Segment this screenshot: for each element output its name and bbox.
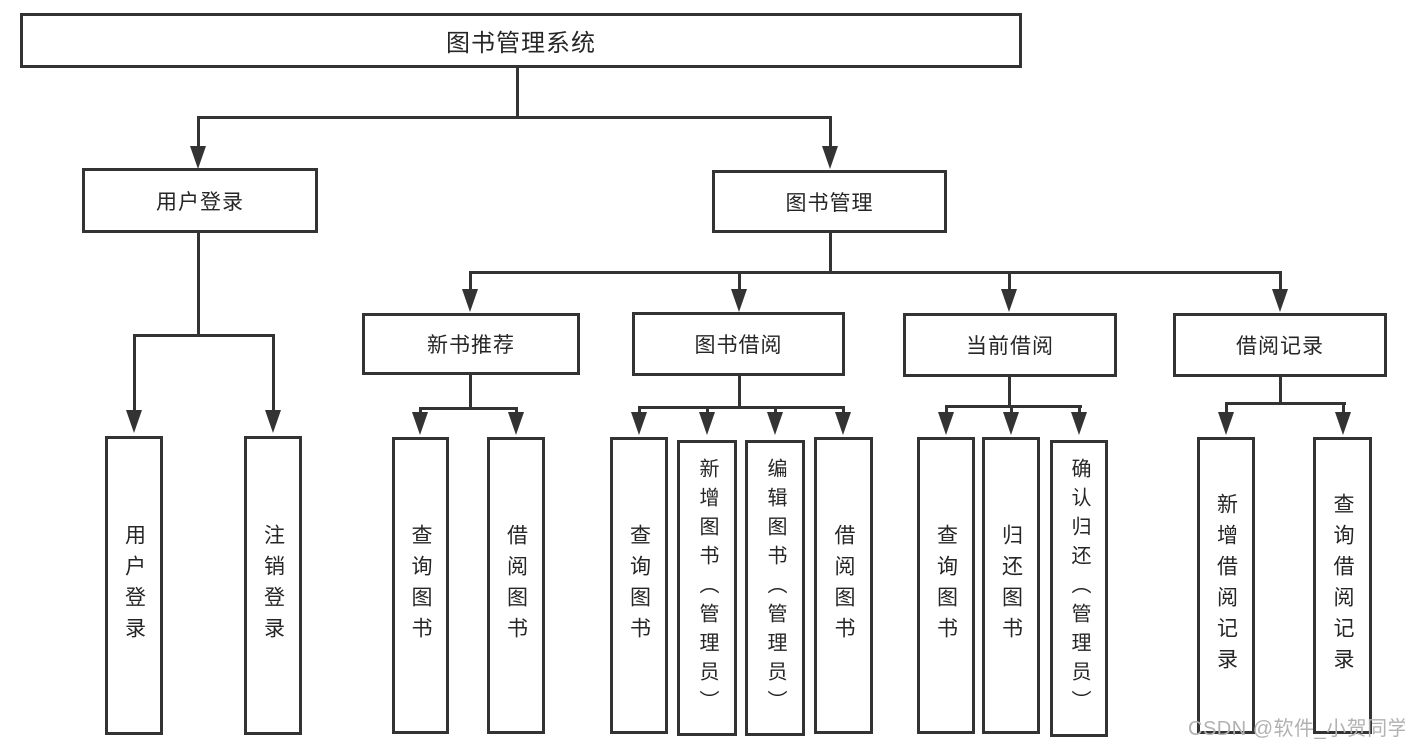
edge-bm-rail — [469, 271, 1282, 274]
node-book-borrow: 图书借阅 — [632, 312, 845, 376]
edge-bb-rail — [638, 406, 845, 409]
arrowhead-new-book — [462, 289, 478, 312]
arrowhead-cb-2 — [1003, 412, 1019, 435]
edge-bb-drop-2 — [706, 406, 709, 414]
node-borrow-record-label: 借阅记录 — [1236, 335, 1324, 358]
node-new-book-recommend: 新书推荐 — [362, 313, 580, 375]
edge-bm-stem — [829, 233, 832, 274]
leaf-add-book-admin-label: 新增图书（管理员） — [696, 457, 718, 719]
leaf-logout: 注销登录 — [244, 436, 302, 735]
arrowhead-cb-3 — [1071, 412, 1087, 435]
edge-bb-stem — [738, 376, 741, 409]
arrowhead-nb-1 — [412, 412, 428, 435]
edge-to-user-login — [197, 116, 200, 148]
edge-nb-rail — [419, 407, 518, 410]
arrowhead-br-2 — [1335, 412, 1351, 435]
leaf-edit-book-admin-label: 编辑图书（管理员） — [764, 457, 786, 719]
leaf-query-books-current: 查询图书 — [917, 437, 975, 734]
edge-to-borrow-record — [1279, 271, 1282, 291]
edge-bb-drop-3 — [774, 406, 777, 414]
leaf-query-books-borrow-label: 查询图书 — [627, 523, 651, 648]
node-borrow-record: 借阅记录 — [1173, 313, 1387, 377]
edge-nb-stem — [469, 375, 472, 410]
edge-user-rail — [133, 334, 275, 337]
edge-cb-stem — [1008, 377, 1011, 408]
arrowhead-bb-2 — [699, 412, 715, 435]
arrowhead-bb-4 — [835, 412, 851, 435]
arrowhead-bb-3 — [767, 412, 783, 435]
edge-cb-drop-1 — [945, 405, 948, 413]
leaf-borrow-books-label: 借阅图书 — [832, 523, 855, 648]
edge-br-stem — [1279, 377, 1282, 405]
arrowhead-cb-1 — [938, 412, 954, 435]
leaf-confirm-return-admin-label: 确认归还（管理员） — [1068, 458, 1090, 719]
leaf-query-books-recommend: 查询图书 — [392, 437, 449, 734]
arrowhead-leaf-logout — [265, 410, 281, 433]
node-current-borrow-label: 当前借阅 — [966, 335, 1054, 358]
leaf-query-books-borrow: 查询图书 — [610, 437, 668, 734]
node-book-management-label: 图书管理 — [785, 191, 874, 215]
arrowhead-bb-1 — [631, 412, 647, 435]
edge-bb-drop-1 — [638, 406, 641, 414]
node-user-login-label: 用户登录 — [156, 190, 244, 214]
edge-bb-drop-4 — [842, 406, 845, 414]
leaf-query-borrow-record: 查询借阅记录 — [1313, 437, 1372, 734]
edge-br-drop-1 — [1225, 402, 1228, 412]
node-root-label: 图书管理系统 — [446, 30, 596, 57]
edge-cb-drop-3 — [1078, 405, 1081, 413]
leaf-query-borrow-record-label: 查询借阅记录 — [1331, 492, 1354, 679]
arrowhead-nb-2 — [508, 412, 524, 435]
leaf-return-book: 归还图书 — [982, 437, 1040, 734]
edge-to-leaf-logout — [272, 334, 275, 412]
arrowhead-borrow-record — [1272, 289, 1288, 312]
leaf-edit-book-admin: 编辑图书（管理员） — [745, 440, 805, 736]
edge-nb-drop-2 — [515, 407, 518, 415]
edge-cb-rail — [945, 405, 1082, 408]
leaf-borrow-books-recommend: 借阅图书 — [487, 437, 545, 734]
node-user-login: 用户登录 — [82, 168, 318, 233]
edge-cb-drop-2 — [1010, 405, 1013, 413]
arrowhead-user-login — [190, 146, 206, 169]
edge-br-rail — [1225, 402, 1346, 405]
node-book-management: 图书管理 — [712, 170, 947, 233]
edge-to-new-book — [469, 271, 472, 291]
leaf-borrow-books-recommend-label: 借阅图书 — [504, 523, 528, 648]
leaf-logout-label: 注销登录 — [261, 523, 285, 648]
leaf-borrow-books: 借阅图书 — [814, 437, 873, 734]
edge-to-current-borrow — [1008, 271, 1011, 291]
watermark: CSDN @软件_小贺同学 — [1188, 718, 1405, 740]
arrowhead-leaf-user-login — [126, 410, 142, 433]
arrowhead-book-management — [822, 146, 838, 169]
edge-root-stem — [516, 68, 519, 118]
leaf-query-books-recommend-label: 查询图书 — [409, 523, 432, 648]
leaf-add-book-admin: 新增图书（管理员） — [677, 440, 737, 736]
leaf-add-borrow-record-label: 新增借阅记录 — [1214, 492, 1238, 679]
leaf-confirm-return-admin: 确认归还（管理员） — [1050, 440, 1108, 737]
node-new-book-recommend-label: 新书推荐 — [427, 334, 515, 357]
leaf-user-login-label: 用户登录 — [122, 523, 146, 648]
arrowhead-current-borrow — [1001, 289, 1017, 312]
leaf-return-book-label: 归还图书 — [999, 523, 1023, 648]
leaf-query-books-current-label: 查询图书 — [934, 523, 958, 648]
node-root: 图书管理系统 — [20, 13, 1022, 68]
node-book-borrow-label: 图书借阅 — [694, 334, 783, 357]
edge-root-rail — [197, 116, 832, 119]
arrowhead-br-1 — [1218, 412, 1234, 435]
edge-to-book-management — [829, 116, 832, 148]
node-current-borrow: 当前借阅 — [903, 313, 1117, 377]
arrowhead-book-borrow — [731, 289, 747, 312]
edge-to-book-borrow — [738, 271, 741, 291]
leaf-user-login: 用户登录 — [105, 436, 163, 735]
leaf-add-borrow-record: 新增借阅记录 — [1197, 437, 1255, 734]
edge-user-stem — [197, 233, 200, 337]
edge-nb-drop-1 — [419, 407, 422, 415]
edge-br-drop-2 — [1342, 402, 1345, 412]
edge-to-leaf-user-login — [133, 334, 136, 412]
